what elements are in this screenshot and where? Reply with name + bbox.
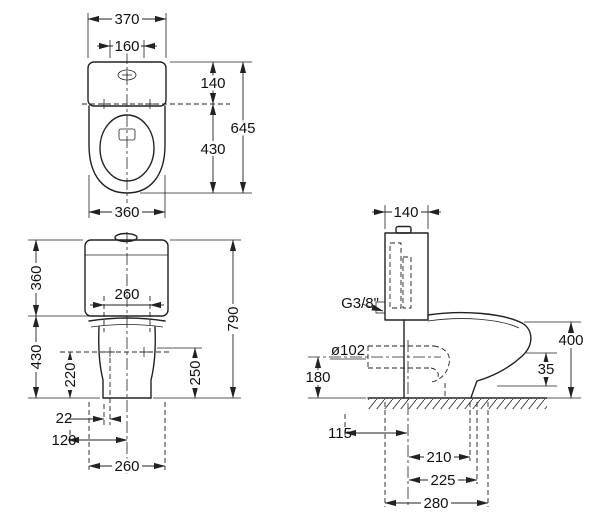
dim-overall-height: 790 bbox=[225, 306, 242, 331]
plan-view: 370 160 140 645 430 bbox=[82, 11, 258, 221]
dim-outlet-axis-height: 180 bbox=[305, 369, 330, 386]
side-view: 140 G3/8" ø102 180 35 400 bbox=[303, 204, 586, 512]
dim-axis-to-fixing-2: 225 bbox=[430, 472, 455, 489]
dim-outlet-to-axis: 115 bbox=[328, 425, 352, 442]
dim-overall-depth: 645 bbox=[230, 120, 255, 137]
dim-rim-to-floor: 250 bbox=[187, 360, 204, 385]
dim-bowl-depth: 430 bbox=[200, 141, 225, 158]
dim-rim-height: 400 bbox=[558, 332, 583, 349]
dim-axis-to-front-fixing: 280 bbox=[423, 495, 448, 512]
side-toilet-outline bbox=[308, 225, 548, 508]
dim-seat-hole-spacing: 260 bbox=[114, 286, 139, 303]
dim-fixing-offset: 22 bbox=[56, 410, 73, 427]
dim-plan-tank-depth: 140 bbox=[200, 75, 225, 92]
dim-tank-height: 360 bbox=[28, 265, 45, 290]
dim-lid-width: 160 bbox=[114, 38, 139, 55]
front-toilet-outline bbox=[60, 232, 170, 474]
dim-side-tank-depth: 140 bbox=[393, 204, 418, 221]
label-outlet-diameter: ø102 bbox=[331, 342, 365, 359]
dim-overall-width: 370 bbox=[114, 11, 139, 28]
dim-bowl-height: 430 bbox=[28, 344, 45, 369]
dim-inlet-height: 220 bbox=[62, 362, 79, 387]
plan-toilet-outline bbox=[82, 52, 230, 203]
plan-dimensions: 370 160 140 645 430 bbox=[87, 11, 258, 221]
floor-hatching bbox=[368, 399, 547, 409]
dim-fixing-spacing: 120 bbox=[51, 432, 76, 449]
front-view: 360 430 220 790 bbox=[28, 232, 242, 475]
dim-base-width: 260 bbox=[114, 458, 139, 475]
dim-bowl-width: 360 bbox=[114, 204, 139, 221]
side-dimensions: 140 G3/8" ø102 180 35 400 bbox=[303, 204, 586, 512]
dim-rim-detail: 35 bbox=[538, 361, 555, 378]
front-dimensions: 360 430 220 790 bbox=[28, 239, 242, 475]
label-water-inlet-thread: G3/8" bbox=[341, 295, 379, 312]
dim-axis-to-fixing-1: 210 bbox=[426, 449, 451, 466]
